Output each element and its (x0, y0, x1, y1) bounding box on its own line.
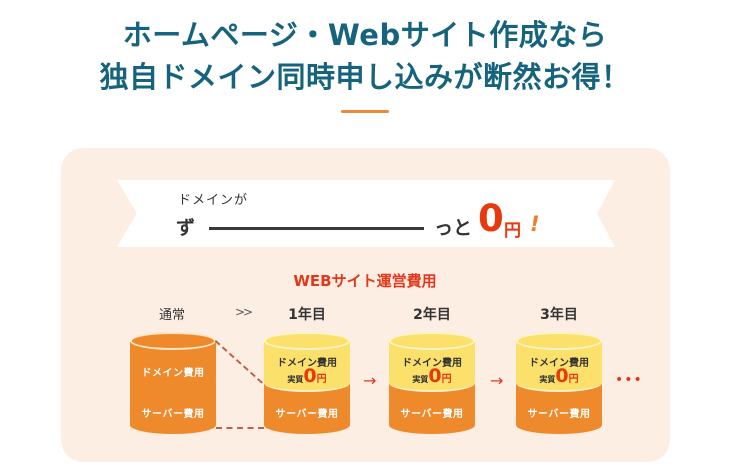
ribbon-yen: 円 (504, 221, 521, 241)
arrow-right-icon: → (363, 371, 377, 390)
headline: ホームページ・Webサイト作成なら 独自ドメイン同時申し込みが断然お得！ (0, 14, 730, 98)
arrow-right-icon: → (490, 371, 504, 390)
headline-line-2: 独自ドメイン同時申し込みが断然お得！ (99, 60, 631, 94)
year3-server-fee: サーバー費用 (527, 409, 591, 420)
cylinder-year-2: ドメイン費用 実質0円 サーバー費用 (389, 332, 475, 434)
promo-ribbon (117, 180, 615, 247)
year2-domain-fee: ドメイン費用 (402, 358, 462, 369)
cylinder-usual: ドメイン費用 サーバー費用 (130, 332, 216, 434)
year2-price: 実質0円 (412, 365, 452, 387)
headline-line-1: ホームページ・Webサイト作成なら (122, 18, 608, 52)
section-title: WEBサイト運営費用 (293, 272, 437, 290)
year3-domain-fee: ドメイン費用 (529, 358, 589, 369)
ribbon-long-dash (209, 227, 424, 230)
cylinder-year-1: ドメイン費用 実質0円 サーバー費用 (264, 332, 350, 434)
headline-underline (341, 110, 389, 113)
ribbon-subtitle: ドメインが (178, 193, 249, 208)
label-year-2: 2年目 (413, 307, 451, 323)
ribbon-zu: ず (176, 217, 196, 239)
ribbon-exclamation: ! (530, 212, 540, 236)
label-usual: 通常 (158, 308, 185, 323)
cylinder-year-3: ドメイン費用 実質0円 サーバー費用 (516, 332, 602, 434)
year2-server-fee: サーバー費用 (400, 409, 464, 420)
dashed-connector-bottom (216, 427, 264, 429)
year1-price: 実質0円 (287, 365, 327, 387)
double-chevron-icon: >> (235, 305, 253, 319)
ribbon-tto: っと (434, 217, 473, 239)
year3-price: 実質0円 (539, 365, 579, 387)
year1-domain-fee: ドメイン費用 (277, 358, 337, 369)
usual-domain-fee: ドメイン費用 (141, 368, 205, 379)
label-year-3: 3年目 (540, 307, 578, 323)
label-year-1: 1年目 (288, 307, 326, 323)
year1-server-fee: サーバー費用 (275, 409, 339, 420)
ellipsis-icon: ••• (615, 372, 643, 388)
usual-server-fee: サーバー費用 (141, 409, 205, 420)
ribbon-zero: 0 (478, 197, 504, 240)
